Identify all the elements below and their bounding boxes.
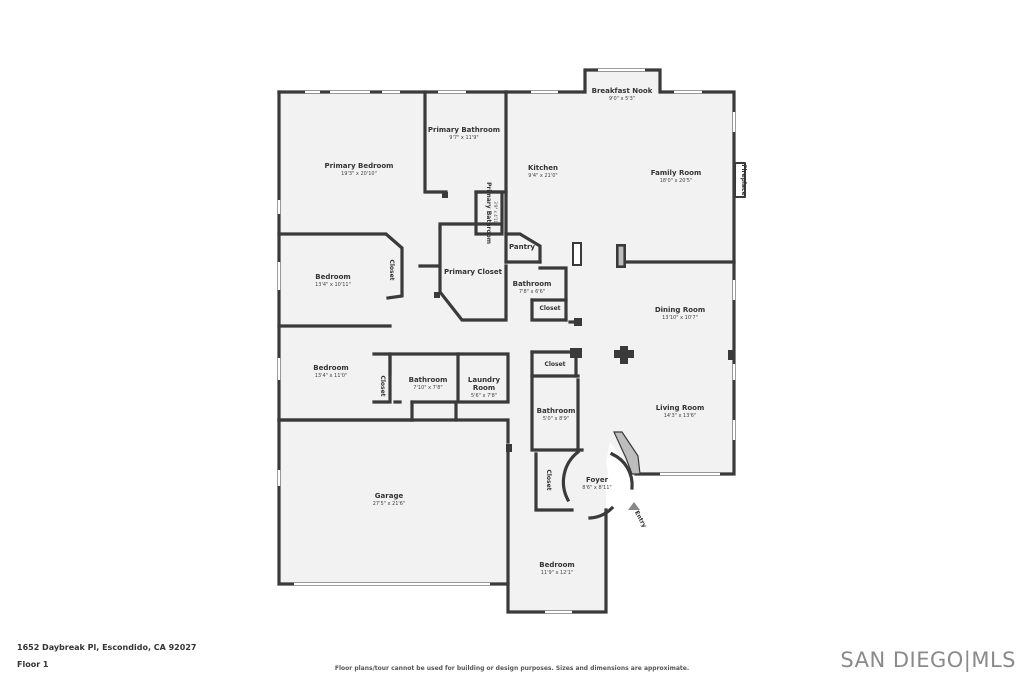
closet-4-label: Closet bbox=[544, 361, 565, 368]
bathroom-2-dim: 7'10" x 7'8" bbox=[413, 385, 442, 391]
breakfast-nook-name: Breakfast Nook bbox=[592, 87, 653, 95]
living-room-dim: 14'3" x 13'6" bbox=[664, 413, 697, 419]
dining-room-dim: 13'10" x 10'7" bbox=[662, 315, 698, 321]
bathroom-3-name: Bathroom bbox=[537, 407, 576, 415]
bedroom-3-name: Bedroom bbox=[539, 561, 574, 569]
bathroom-1-name: Bathroom bbox=[513, 280, 552, 288]
kitchen-name: Kitchen bbox=[528, 164, 558, 172]
primary-bedroom-name: Primary Bedroom bbox=[325, 162, 394, 170]
mls-logo: SAN DIEGO|MLS bbox=[840, 648, 1016, 672]
breakfast-nook-dim: 9'0" x 5'3" bbox=[609, 96, 635, 102]
garage-name: Garage bbox=[375, 492, 404, 500]
closet-5-label: Closet bbox=[545, 469, 552, 490]
dining-room-name: Dining Room bbox=[655, 306, 705, 314]
property-address: 1652 Daybreak Pl, Escondido, CA 92027 bbox=[17, 643, 197, 652]
primary-closet-name: Primary Closet bbox=[444, 268, 503, 276]
foyer-dim: 8'6" x 8'11" bbox=[582, 485, 611, 491]
kitchen-dim: 9'4" x 21'0" bbox=[528, 173, 557, 179]
primary-bedroom-dim: 19'3" x 20'10" bbox=[341, 171, 377, 177]
room-labels: Breakfast Nook 9'0" x 5'3" Primary Bathr… bbox=[313, 87, 747, 576]
bedroom-1-dim: 13'4" x 10'11" bbox=[315, 282, 351, 288]
closet-1-label: Closet bbox=[388, 259, 395, 280]
disclaimer-text: Floor plans/tour cannot be used for buil… bbox=[334, 665, 690, 672]
family-room-name: Family Room bbox=[651, 169, 702, 177]
living-room-name: Living Room bbox=[656, 404, 705, 412]
fireplace-label: Fireplace bbox=[740, 164, 747, 195]
bathroom-2-name: Bathroom bbox=[409, 376, 448, 384]
entry-label: Entry bbox=[633, 510, 648, 529]
garage-dim: 27'5" x 21'6" bbox=[373, 501, 406, 507]
bathroom-1-dim: 7'8" x 6'6" bbox=[519, 289, 545, 295]
bathroom-3-dim: 5'0" x 8'9" bbox=[543, 416, 569, 422]
bedroom-1-name: Bedroom bbox=[315, 273, 350, 281]
laundry-name-2: Room bbox=[473, 384, 495, 392]
laundry-dim: 5'6" x 7'8" bbox=[471, 393, 497, 399]
walls bbox=[277, 68, 736, 614]
bedroom-2-name: Bedroom bbox=[313, 364, 348, 372]
laundry-name-1: Laundry bbox=[468, 376, 501, 384]
primary-bathroom-name: Primary Bathroom bbox=[428, 126, 500, 134]
closet-2-label: Closet bbox=[539, 305, 560, 312]
family-room-dim: 18'0" x 20'5" bbox=[660, 178, 693, 184]
windows bbox=[277, 68, 736, 614]
primary-bathroom-small-dim: 3'9" x 4'11" bbox=[493, 201, 498, 225]
floor-fill bbox=[279, 70, 734, 612]
closet-3-label: Closet bbox=[379, 375, 386, 396]
bedroom-2-dim: 13'4" x 11'0" bbox=[315, 373, 348, 379]
pantry-name: Pantry bbox=[509, 243, 535, 251]
bedroom-3-dim: 11'9" x 12'1" bbox=[541, 570, 574, 576]
primary-bathroom-small-name: Primary Bathroom bbox=[485, 182, 492, 244]
primary-bathroom-dim: 9'7" x 11'9" bbox=[449, 135, 478, 141]
foyer-name: Foyer bbox=[586, 476, 609, 484]
fixtures bbox=[434, 162, 746, 510]
floor-label: Floor 1 bbox=[17, 660, 49, 669]
